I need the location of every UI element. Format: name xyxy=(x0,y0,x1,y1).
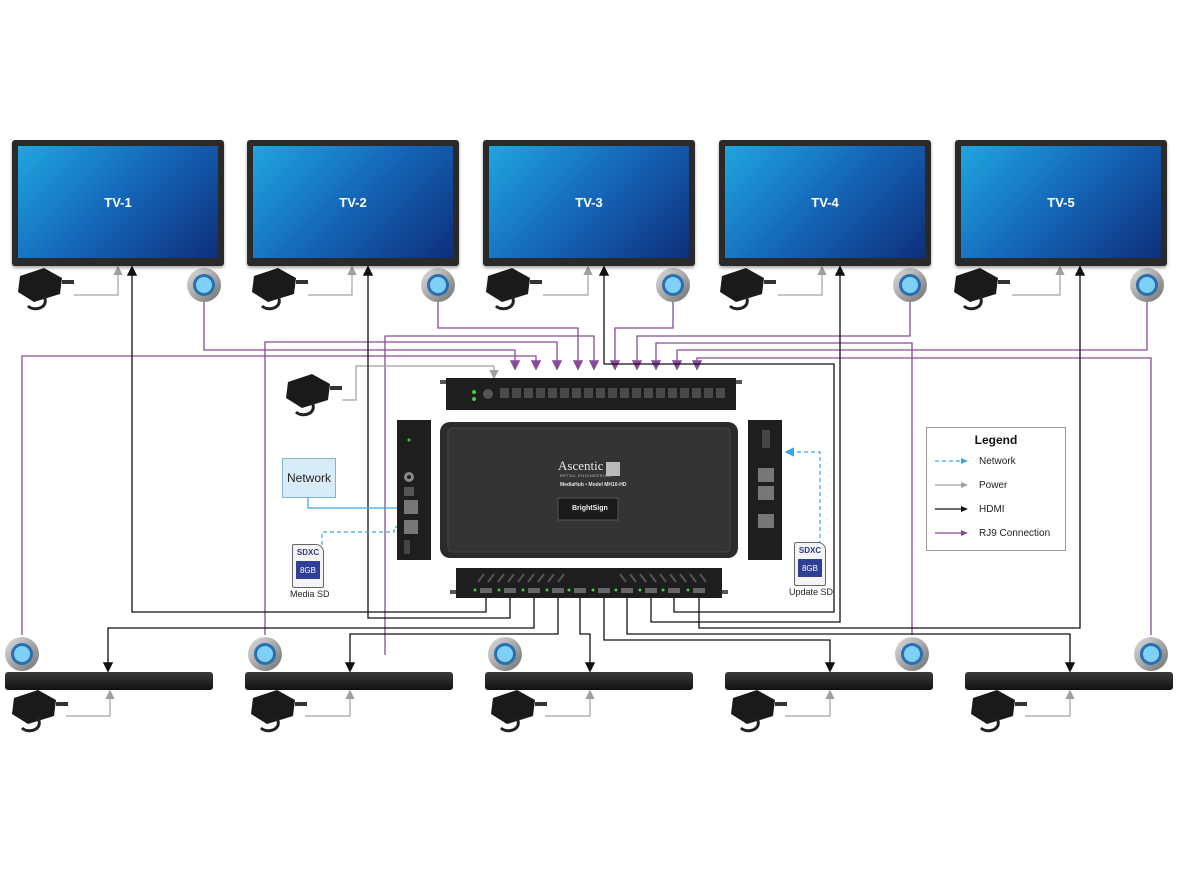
tv-screen: TV-4 xyxy=(725,146,925,258)
legend-label: HDMI xyxy=(979,503,1005,515)
power-adapters-bottom xyxy=(12,690,1027,733)
left-side-panel xyxy=(397,420,431,560)
tv-3: TV-3 xyxy=(483,140,695,266)
right-side-panel xyxy=(748,420,782,560)
network-node: Network xyxy=(282,458,336,498)
tv-label: TV-2 xyxy=(339,194,367,210)
tv-screen: TV-1 xyxy=(18,146,218,258)
soundbars xyxy=(5,672,1173,690)
device-model: MediaHub • Model MH10-HD xyxy=(560,482,627,488)
legend-item-hdmi: HDMI xyxy=(935,501,1005,517)
buttons xyxy=(5,268,1168,671)
hdmi-port-panel xyxy=(450,568,728,598)
sd-size: 8GB xyxy=(798,559,822,577)
hdmi-line-icon xyxy=(935,506,968,512)
power-adapters-top xyxy=(18,268,1010,417)
legend-item-rj9: RJ9 Connection xyxy=(935,525,1050,541)
mediahub-main-unit xyxy=(440,422,738,558)
legend-item-power: Power xyxy=(935,477,1007,493)
network-line-icon xyxy=(935,458,968,464)
tv-label: TV-3 xyxy=(575,194,603,210)
device-brand: Ascentic xyxy=(558,458,604,473)
legend-title: Legend xyxy=(974,433,1018,447)
media-sd-card: SDXC 8GB xyxy=(292,544,324,588)
tv-4: TV-4 xyxy=(719,140,931,266)
legend-label: RJ9 Connection xyxy=(979,527,1051,539)
tv-5: TV-5 xyxy=(955,140,1167,266)
legend-item-network: Network xyxy=(935,453,1016,469)
rj9-port-panel xyxy=(440,378,742,410)
tv-label: TV-1 xyxy=(104,194,132,210)
tv-screen: TV-5 xyxy=(961,146,1161,258)
device-brand-sub: RETAIL ENGINEERING xyxy=(560,473,612,478)
legend-label: Power xyxy=(979,479,1008,491)
legend-label: Network xyxy=(979,455,1016,467)
network-label: Network xyxy=(286,471,331,485)
update-sd-card: SDXC 8GB xyxy=(794,542,826,586)
device-player: BrightSign xyxy=(572,505,608,512)
legend: Legend Network Power HDMI RJ9 Connection xyxy=(926,427,1066,551)
media-sd-caption: Media SD xyxy=(290,589,330,599)
power-line-icon xyxy=(935,482,968,488)
sd-type: SDXC xyxy=(296,548,320,557)
tv-screen: TV-2 xyxy=(253,146,453,258)
sd-type: SDXC xyxy=(798,546,822,555)
rj9-line-icon xyxy=(935,530,968,536)
tv-1: TV-1 xyxy=(12,140,224,266)
update-sd-caption: Update SD xyxy=(789,587,834,597)
tv-screen: TV-3 xyxy=(489,146,689,258)
tv-2: TV-2 xyxy=(247,140,459,266)
tv-label: TV-5 xyxy=(1047,194,1075,210)
sd-size: 8GB xyxy=(296,561,320,579)
tv-label: TV-4 xyxy=(811,194,839,210)
